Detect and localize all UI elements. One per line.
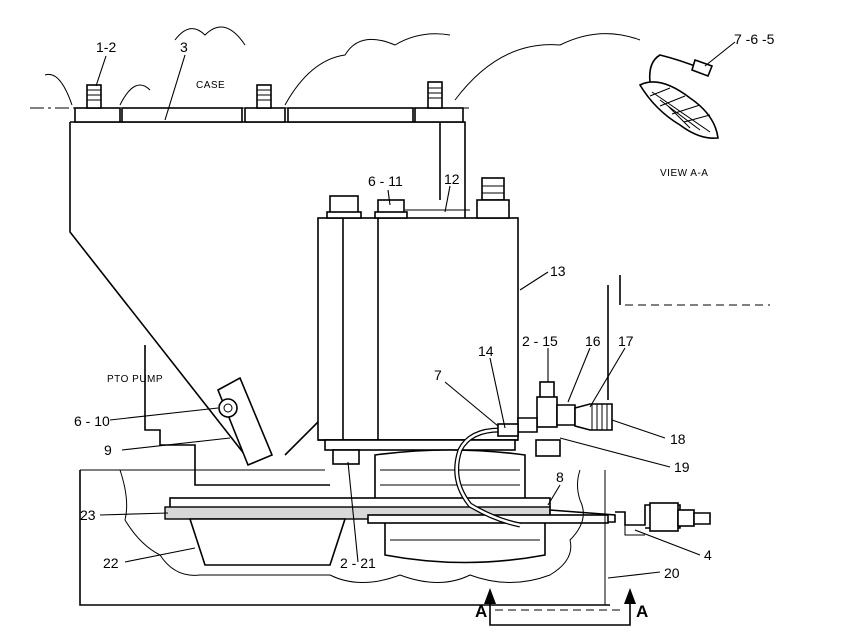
- section-line-a-a: [484, 588, 636, 626]
- callout-12: 12: [444, 171, 460, 187]
- callout-2-21: 2 - 21: [340, 555, 376, 571]
- engine-case: [30, 26, 641, 456]
- tank-outline: [119, 469, 606, 605]
- mount-bracket: [216, 376, 274, 467]
- callout-9: 9: [104, 442, 112, 458]
- pto-pump-label: PTO PUMP: [107, 374, 163, 385]
- callout-16: 16: [585, 333, 601, 349]
- case-label: CASE: [196, 80, 225, 91]
- callout-23: 23: [80, 507, 96, 523]
- pump-body: [317, 177, 561, 465]
- callout-7: 7: [434, 367, 442, 383]
- side-fitting: [615, 502, 711, 536]
- right-frame: [607, 275, 770, 400]
- callout-2-15: 2 - 15: [522, 333, 558, 349]
- outlet-fitting: [497, 381, 613, 437]
- leader-lines: [95, 41, 736, 579]
- case-stud: [427, 81, 443, 109]
- pto-pump-outline: [79, 345, 610, 606]
- mounting-plate: [164, 497, 616, 524]
- callout-13: 13: [550, 263, 566, 279]
- callout-1-2: 1-2: [96, 39, 116, 55]
- case-stud: [86, 84, 102, 109]
- view-a-a-inset: [638, 54, 719, 140]
- callout-17: 17: [618, 333, 634, 349]
- view-label: VIEW A-A: [660, 168, 708, 179]
- callout-8: 8: [556, 469, 564, 485]
- callout-22: 22: [103, 555, 119, 571]
- callout-4: 4: [704, 547, 712, 563]
- support-bracket: [188, 518, 347, 566]
- callout-3: 3: [180, 39, 188, 55]
- section-a-right: A: [636, 602, 648, 621]
- callout-19: 19: [674, 459, 690, 475]
- section-a-left: A: [475, 602, 487, 621]
- callout-20: 20: [664, 565, 680, 581]
- callout-14: 14: [478, 343, 494, 359]
- callout-7-6-5: 7 -6 -5: [734, 31, 775, 47]
- callout-6-11: 6 - 11: [368, 173, 403, 189]
- case-stud: [256, 84, 272, 109]
- drive-housing: [374, 449, 546, 564]
- callout-6-10: 6 - 10: [74, 413, 110, 429]
- callout-18: 18: [670, 431, 686, 447]
